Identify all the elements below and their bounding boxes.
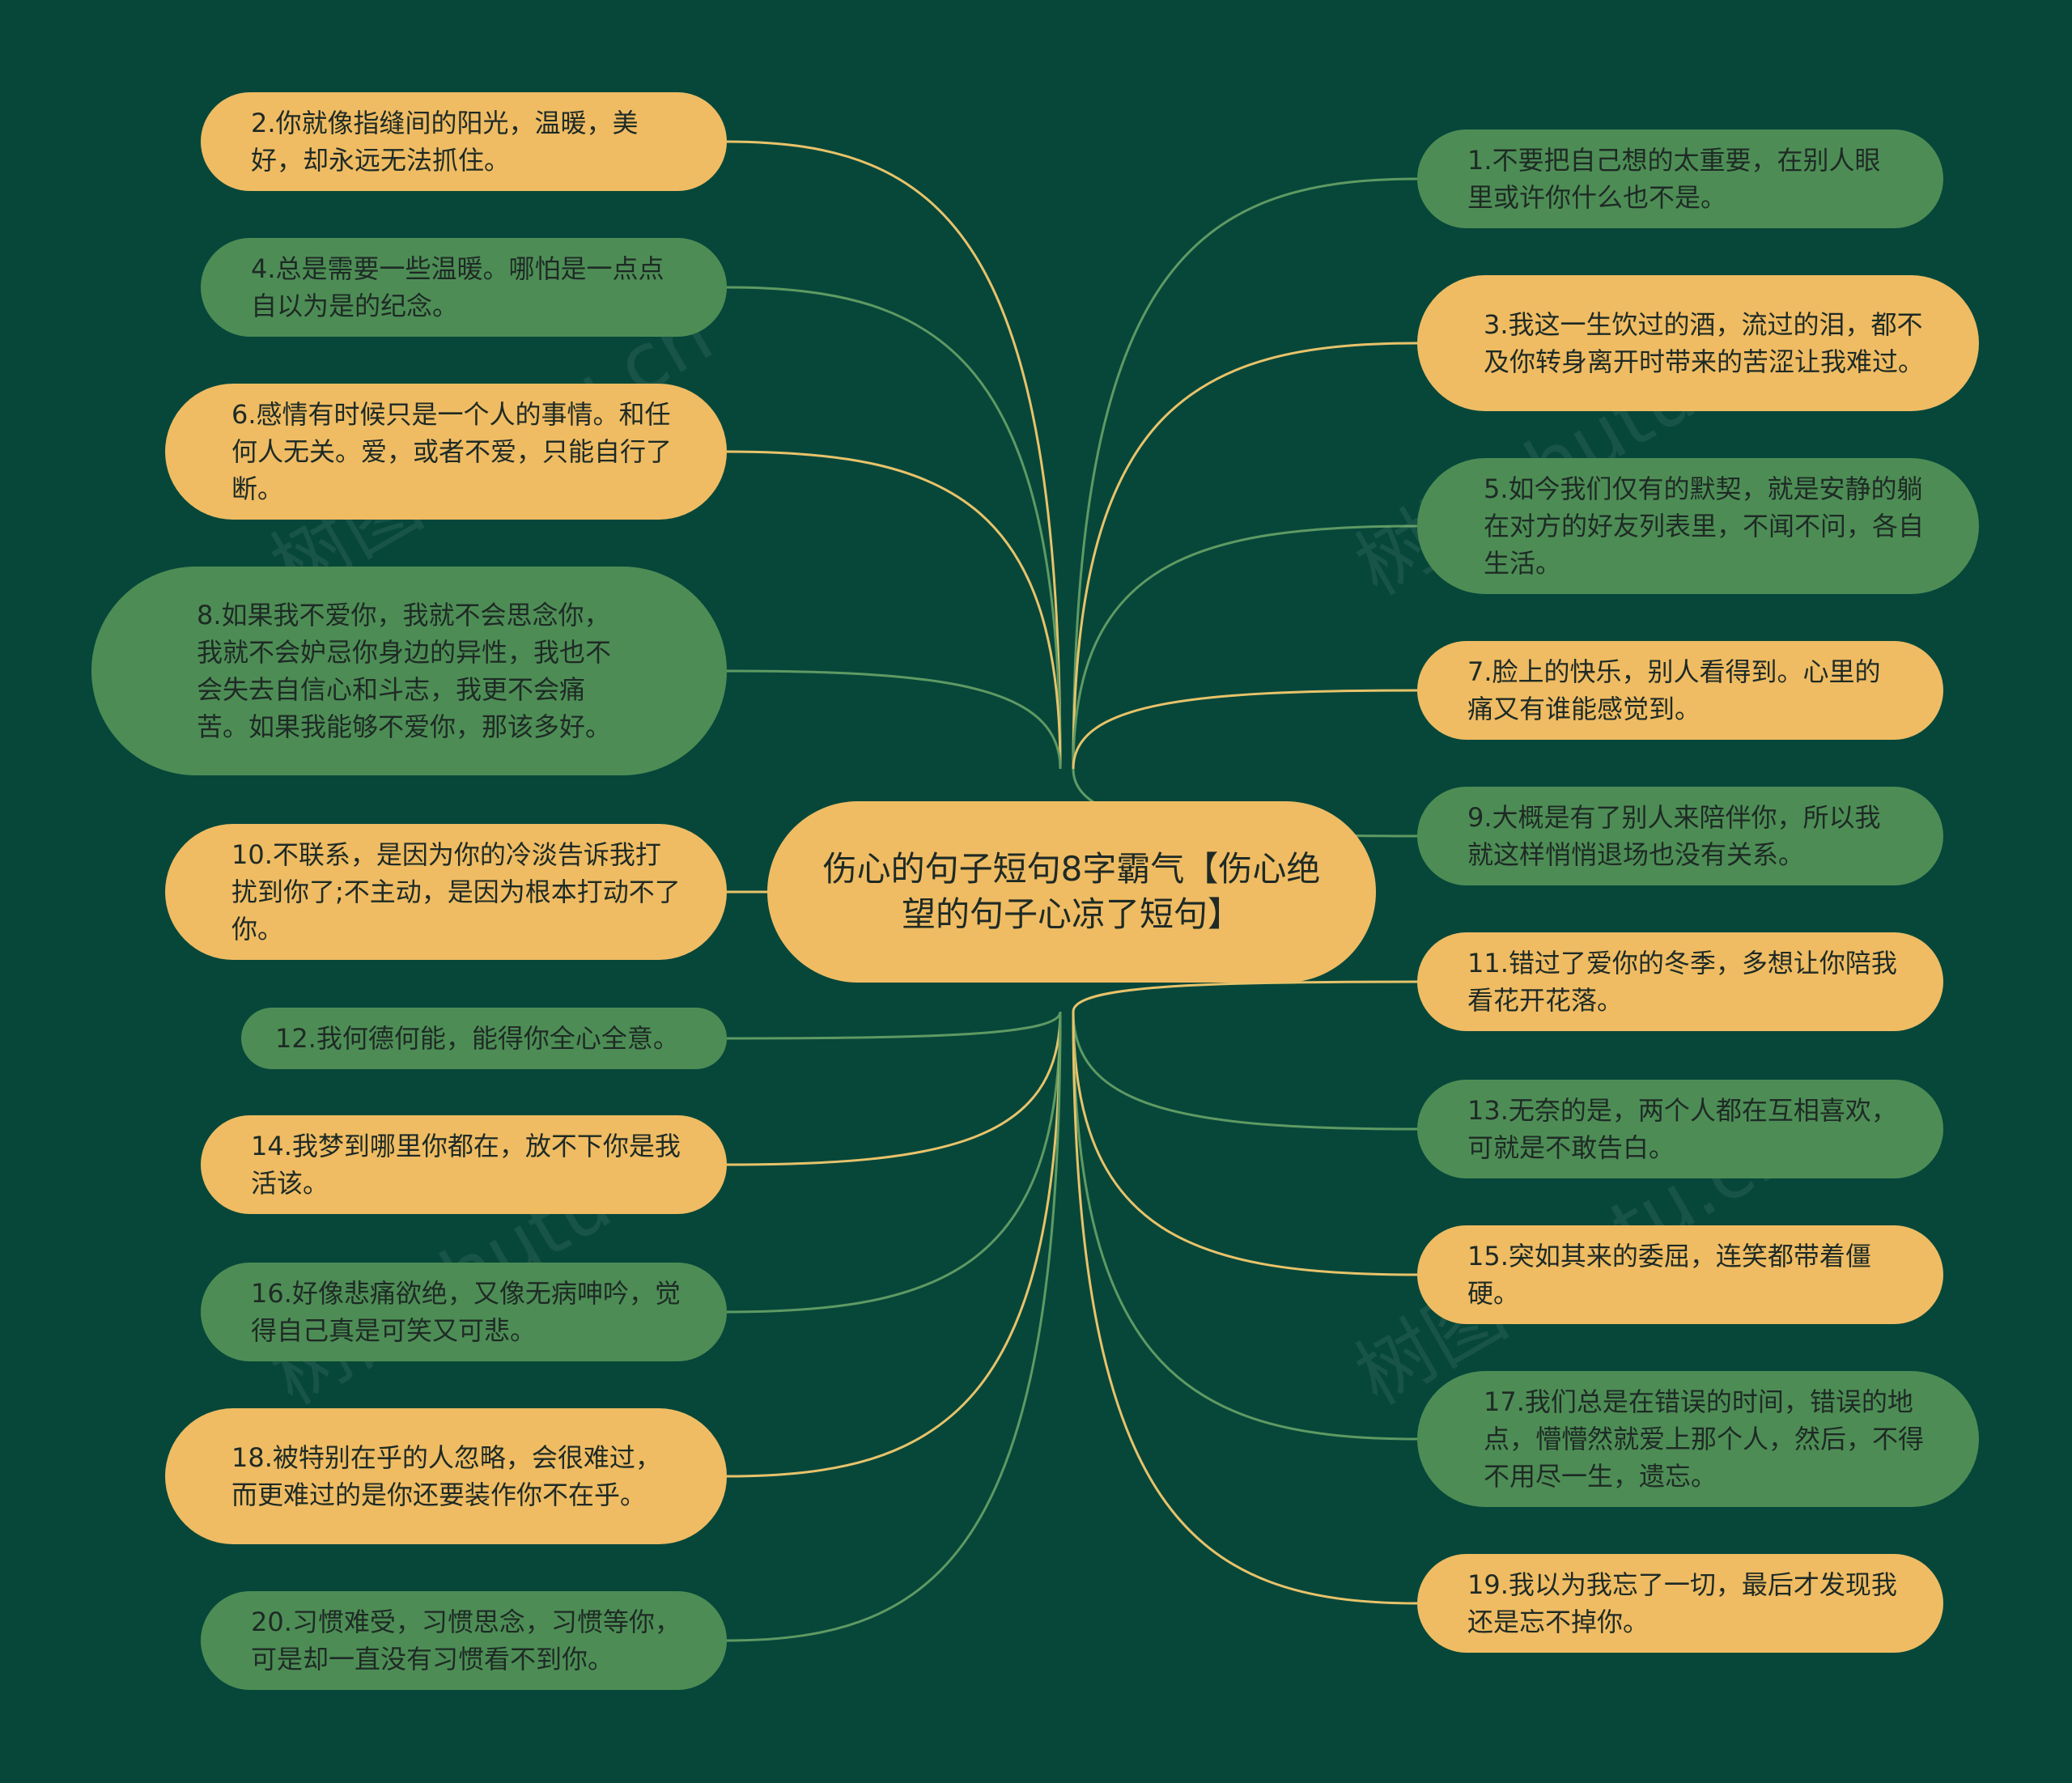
node-label: 9.大概是有了别人来陪伴你，所以我就这样悄悄退场也没有关系。: [1467, 802, 1881, 870]
right-node-5[interactable]: 9.大概是有了别人来陪伴你，所以我就这样悄悄退场也没有关系。: [1417, 787, 1943, 885]
left-connector: [726, 450, 1062, 770]
node-label: 3.我这一生饮过的酒，流过的泪，都不及你转身离开时带来的苦涩让我难过。: [1484, 309, 1925, 377]
center-topic[interactable]: 伤心的句子短句8字霸气【伤心绝望的句子心凉了短句】: [767, 801, 1376, 983]
left-node-5[interactable]: 10.不联系，是因为你的冷淡告诉我打扰到你了;不主动，是因为根本打动不了你。: [165, 824, 727, 960]
right-node-10[interactable]: 19.我以为我忘了一切，最后才发现我还是忘不掉你。: [1417, 1554, 1943, 1653]
right-node-3[interactable]: 5.如今我们仅有的默契，就是安静的躺在对方的好友列表里，不闻不问，各自生活。: [1417, 458, 1979, 594]
node-label: 16.好像悲痛欲绝，又像无病呻吟，觉得自己真是可笑又可悲。: [251, 1278, 681, 1346]
left-connector: [726, 1011, 1062, 1478]
left-node-4[interactable]: 8.如果我不爱你，我就不会思念你，我就不会妒忌你身边的异性，我也不会失去自信心和…: [91, 567, 727, 775]
node-label: 1.不要把自己想的太重要，在别人眼里或许你什么也不是。: [1467, 145, 1881, 213]
right-connector: [1072, 1011, 1418, 1276]
node-label: 2.你就像指缝间的阳光，温暖，美好，却永远无法抓住。: [251, 108, 639, 176]
left-connector: [726, 1011, 1062, 1642]
node-label: 13.无奈的是，两个人都在互相喜欢，可就是不敢告白。: [1467, 1095, 1897, 1163]
right-node-1[interactable]: 1.不要把自己想的太重要，在别人眼里或许你什么也不是。: [1417, 129, 1943, 228]
node-label: 12.我何德何能，能得你全心全意。: [275, 1023, 679, 1054]
right-node-2[interactable]: 3.我这一生饮过的酒，流过的泪，都不及你转身离开时带来的苦涩让我难过。: [1417, 275, 1979, 411]
right-node-9[interactable]: 17.我们总是在错误的时间，错误的地点，懵懵然就爱上那个人，然后，不得不用尽一生…: [1417, 1371, 1979, 1507]
left-node-7[interactable]: 14.我梦到哪里你都在，放不下你是我活该。: [201, 1115, 727, 1214]
left-connector: [726, 1011, 1062, 1166]
node-label: 6.感情有时候只是一个人的事情。和任何人无关。爱，或者不爱，只能自行了断。: [231, 399, 673, 504]
node-label: 18.被特别在乎的人忽略，会很难过，而更难过的是你还要装作你不在乎。: [231, 1442, 661, 1510]
node-label: 11.错过了爱你的冬季，多想让你陪我看花开花落。: [1467, 948, 1897, 1016]
left-node-9[interactable]: 18.被特别在乎的人忽略，会很难过，而更难过的是你还要装作你不在乎。: [165, 1408, 727, 1544]
left-connector: [726, 669, 1062, 770]
left-node-8[interactable]: 16.好像悲痛欲绝，又像无病呻吟，觉得自己真是可笑又可悲。: [201, 1263, 727, 1361]
node-label: 19.我以为我忘了一切，最后才发现我还是忘不掉你。: [1467, 1569, 1897, 1637]
right-node-4[interactable]: 7.脸上的快乐，别人看得到。心里的痛又有谁能感觉到。: [1417, 641, 1943, 740]
right-node-6[interactable]: 11.错过了爱你的冬季，多想让你陪我看花开花落。: [1417, 932, 1943, 1031]
left-node-3[interactable]: 6.感情有时候只是一个人的事情。和任何人无关。爱，或者不爱，只能自行了断。: [165, 384, 727, 520]
right-connector: [1072, 1011, 1418, 1605]
node-label: 7.脸上的快乐，别人看得到。心里的痛又有谁能感觉到。: [1467, 656, 1881, 724]
left-connector: [726, 286, 1062, 770]
center-topic-label: 伤心的句子短句8字霸气【伤心绝望的句子心凉了短句】: [822, 849, 1321, 934]
node-label: 8.如果我不爱你，我就不会思念你，我就不会妒忌你身边的异性，我也不会失去自信心和…: [197, 600, 612, 742]
right-node-8[interactable]: 15.突如其来的委屈，连笑都带着僵硬。: [1417, 1225, 1943, 1324]
node-label: 4.总是需要一些温暖。哪怕是一点点自以为是的纪念。: [251, 253, 664, 321]
right-node-7[interactable]: 13.无奈的是，两个人都在互相喜欢，可就是不敢告白。: [1417, 1080, 1943, 1178]
left-node-2[interactable]: 4.总是需要一些温暖。哪怕是一点点自以为是的纪念。: [201, 238, 727, 337]
right-connector: [1072, 342, 1418, 770]
right-connector: [1072, 980, 1418, 1012]
right-connector: [1072, 689, 1418, 770]
left-node-6[interactable]: 12.我何德何能，能得你全心全意。: [241, 1008, 727, 1069]
node-label: 17.我们总是在错误的时间，错误的地点，懵懵然就爱上那个人，然后，不得不用尽一生…: [1484, 1386, 1925, 1492]
right-connector: [1072, 524, 1418, 770]
right-connector: [1072, 177, 1418, 770]
left-connector: [726, 140, 1062, 770]
left-connector: [726, 1011, 1062, 1040]
right-connector: [1072, 1011, 1418, 1441]
right-connector: [1072, 1011, 1418, 1131]
node-label: 5.如今我们仅有的默契，就是安静的躺在对方的好友列表里，不闻不问，各自生活。: [1484, 473, 1925, 579]
left-node-1[interactable]: 2.你就像指缝间的阳光，温暖，美好，却永远无法抓住。: [201, 92, 727, 191]
node-label: 20.习惯难受，习惯思念，习惯等你，可是却一直没有习惯看不到你。: [251, 1607, 681, 1675]
node-label: 14.我梦到哪里你都在，放不下你是我活该。: [251, 1131, 681, 1199]
left-node-10[interactable]: 20.习惯难受，习惯思念，习惯等你，可是却一直没有习惯看不到你。: [201, 1591, 727, 1690]
left-connector: [726, 1011, 1062, 1314]
node-label: 15.突如其来的委屈，连笑都带着僵硬。: [1467, 1241, 1871, 1309]
node-label: 10.不联系，是因为你的冷淡告诉我打扰到你了;不主动，是因为根本打动不了你。: [231, 839, 681, 945]
